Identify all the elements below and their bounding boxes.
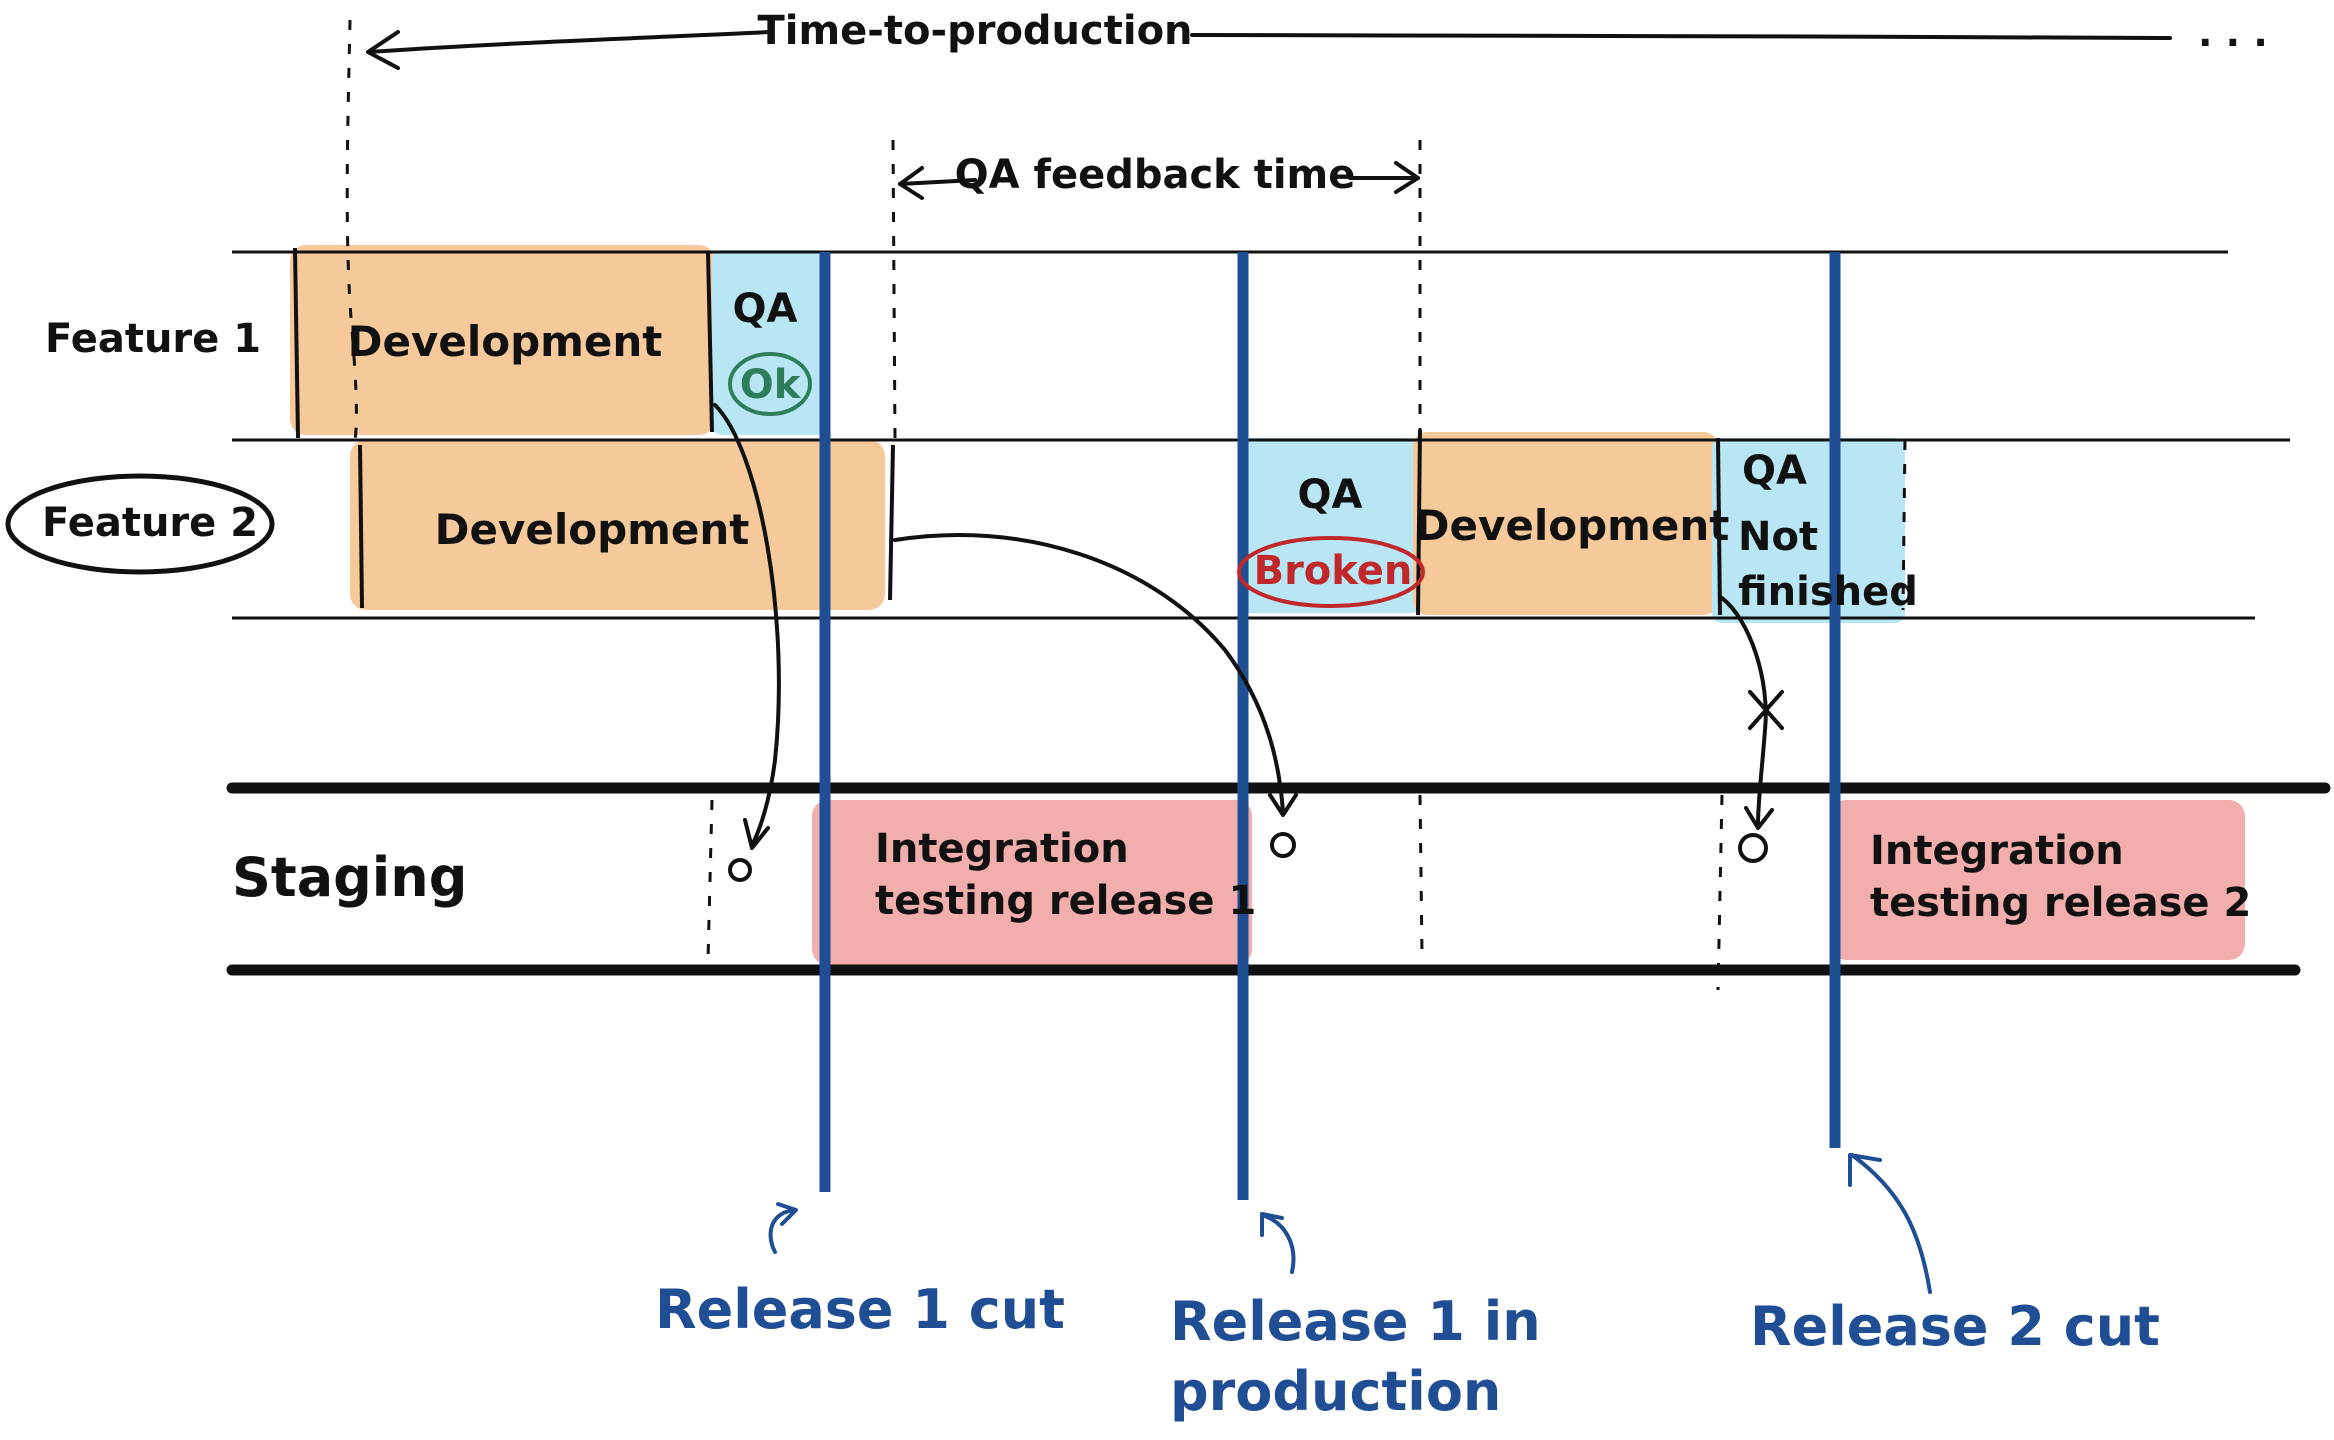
integration1-label-line2: testing release 1 xyxy=(875,878,1256,924)
integration1-label-line1: Integration xyxy=(875,826,1129,872)
qa-feedback-time-label: QA feedback time xyxy=(955,152,1356,198)
release1-cut-label: Release 1 cut xyxy=(655,1278,1065,1341)
f2-qa2-label: QA xyxy=(1742,448,1807,494)
release1-prod-pointer-head xyxy=(1260,1212,1284,1237)
ok-status-ring xyxy=(728,352,812,416)
time-to-production-label: Time-to-production xyxy=(757,8,1192,54)
release1-cut-pointer-head xyxy=(776,1202,798,1226)
qa2-end-guide xyxy=(1901,439,1907,611)
feature1-label: Feature 1 xyxy=(45,316,261,362)
release1-production-label-line2: production xyxy=(1170,1360,1501,1423)
qa-feedback-arrowhead-left xyxy=(898,166,924,200)
time-to-production-line-right xyxy=(1190,33,2172,40)
integration1-block xyxy=(812,800,1252,965)
qa-feedback-arrowhead-right xyxy=(1394,161,1420,194)
boundary-bar xyxy=(1716,437,1722,616)
qa-feedback-start-guide xyxy=(891,139,897,441)
release2-cut-pointer xyxy=(1850,1153,1932,1294)
release2-cut-pointer-head xyxy=(1848,1153,1882,1187)
f1-development-label: Development xyxy=(348,317,663,366)
f2-development2-block xyxy=(1413,432,1718,615)
integration2-label-line1: Integration xyxy=(1870,828,2124,874)
staging-guide xyxy=(1418,794,1424,956)
time-to-production-start-guide xyxy=(345,19,358,441)
f2-development-label: Development xyxy=(435,505,750,554)
release1-production-label-line1: Release 1 in xyxy=(1170,1290,1541,1353)
f2-to-staging-arrowhead xyxy=(1268,793,1298,817)
blocked-x-mark xyxy=(1748,690,1784,730)
f2-not-merged-arrowhead xyxy=(1744,806,1774,830)
boundary-bar xyxy=(706,251,714,433)
f2-qa2-status-line2: finished xyxy=(1738,569,1918,615)
f1-qa-status: Ok xyxy=(740,362,802,408)
f1-to-staging-arrowhead xyxy=(743,818,770,850)
release1-prod-pointer xyxy=(1260,1213,1296,1274)
boundary-bar xyxy=(358,444,364,609)
release1-cut-pointer xyxy=(768,1208,797,1254)
staging-label: Staging xyxy=(232,846,467,909)
qa-feedback-arrow-left xyxy=(898,178,977,186)
time-to-production-arrowhead xyxy=(366,30,400,70)
f1-qa-block xyxy=(712,250,827,435)
f1-qa-label: QA xyxy=(733,286,798,332)
feature2-label: Feature 2 xyxy=(42,500,258,546)
f2-qa1-status: Broken xyxy=(1254,548,1413,594)
f1-to-staging-arrow xyxy=(713,403,781,847)
boundary-bar xyxy=(293,247,300,439)
f2-to-staging-arrow xyxy=(893,533,1285,814)
f2-qa1-label: QA xyxy=(1298,472,1363,518)
broken-status-ring xyxy=(1237,536,1425,608)
merge-point xyxy=(1270,832,1296,858)
f2-not-merged-arrow xyxy=(1720,596,1768,827)
staging-guide xyxy=(706,799,714,961)
f2-qa2-block xyxy=(1712,438,1905,623)
time-to-production-arrow xyxy=(368,30,772,54)
integration2-label-line2: testing release 2 xyxy=(1870,880,2251,926)
integration2-block xyxy=(1830,800,2245,960)
feature2-label-ring xyxy=(5,473,275,575)
merge-point xyxy=(728,858,752,882)
merge-point xyxy=(1738,833,1768,863)
boundary-bar xyxy=(888,444,895,601)
time-to-production-ellipsis: . . . xyxy=(2198,11,2268,55)
f2-qa2-status-line1: Not xyxy=(1738,514,1818,560)
release2-cut-label: Release 2 cut xyxy=(1750,1295,2160,1358)
f2-development2-label: Development xyxy=(1415,501,1730,550)
f1-development-block xyxy=(290,245,715,435)
staging-guide xyxy=(1716,794,1724,991)
f2-qa1-block xyxy=(1242,438,1420,613)
